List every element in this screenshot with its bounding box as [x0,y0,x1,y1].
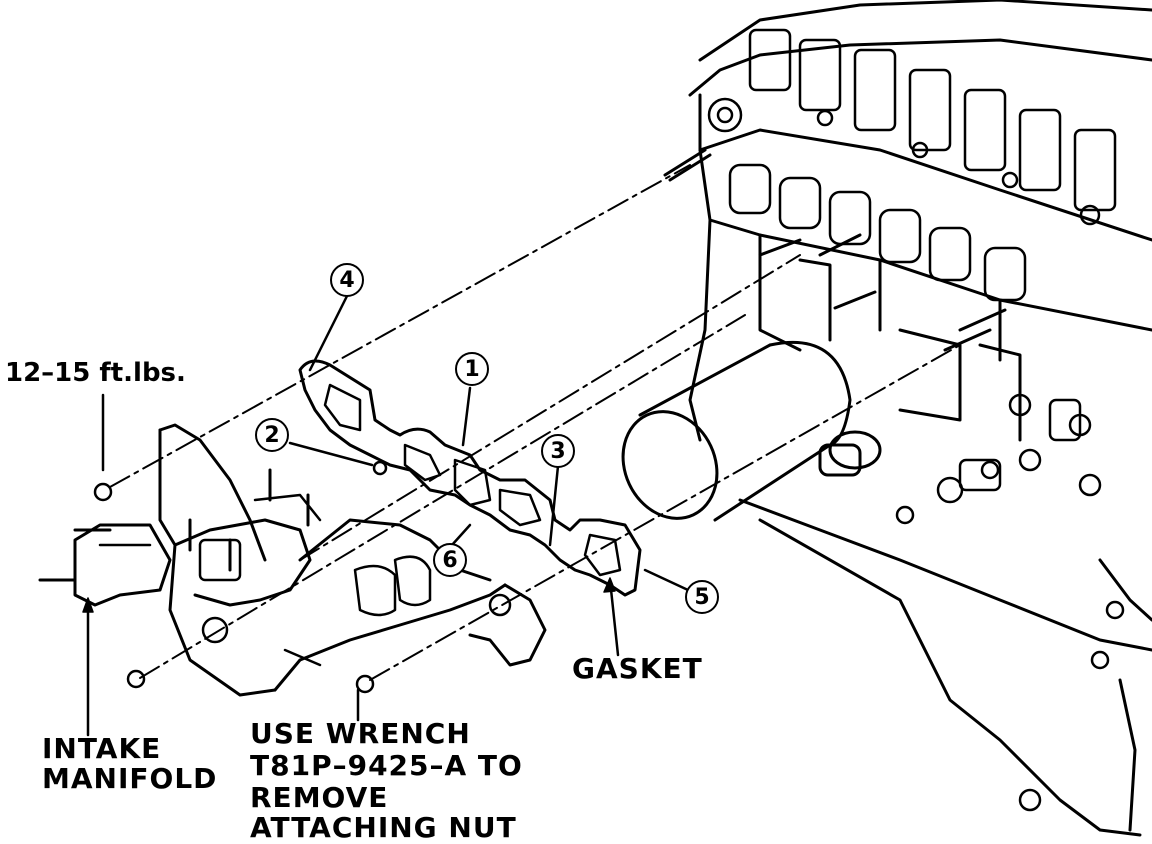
leader-callout-2 [288,441,374,467]
gasket-label: GASKET [572,652,703,685]
nut-symbol-torque [93,482,113,502]
intake-gasket-drawing [298,359,642,597]
wrench-note-line3: REMOVE [250,781,389,814]
nut-symbol-lower-left [126,669,146,689]
callout-6: 6 [433,543,467,577]
callout-4: 4 [330,263,364,297]
alignment-lines [109,164,961,681]
intake-manifold-label-line1: INTAKE [42,732,162,765]
leader-callout-4 [308,294,349,372]
leader-callout-5 [643,568,690,592]
torque-spec-label: 12–15 ft.lbs. [5,358,186,388]
oil-filter-drawing [621,340,882,522]
callout-1: 1 [455,352,489,386]
nut-symbol-wrench [355,674,375,694]
callout-2: 2 [255,418,289,452]
leader-callout-6 [450,523,472,547]
callout-5: 5 [685,580,719,614]
engine-block-drawing [621,0,1152,837]
wrench-note-line4: ATTACHING NUT [250,811,517,844]
leader-gasket [608,578,620,657]
leader-callout-1 [461,386,472,447]
leader-callout-3 [548,464,560,547]
wrench-note-line2: T81P–9425–A TO [250,749,523,782]
callout-3: 3 [541,434,575,468]
intake-manifold-label-line2: MANIFOLD [42,762,218,795]
wrench-note-line1: USE WRENCH [250,717,471,750]
